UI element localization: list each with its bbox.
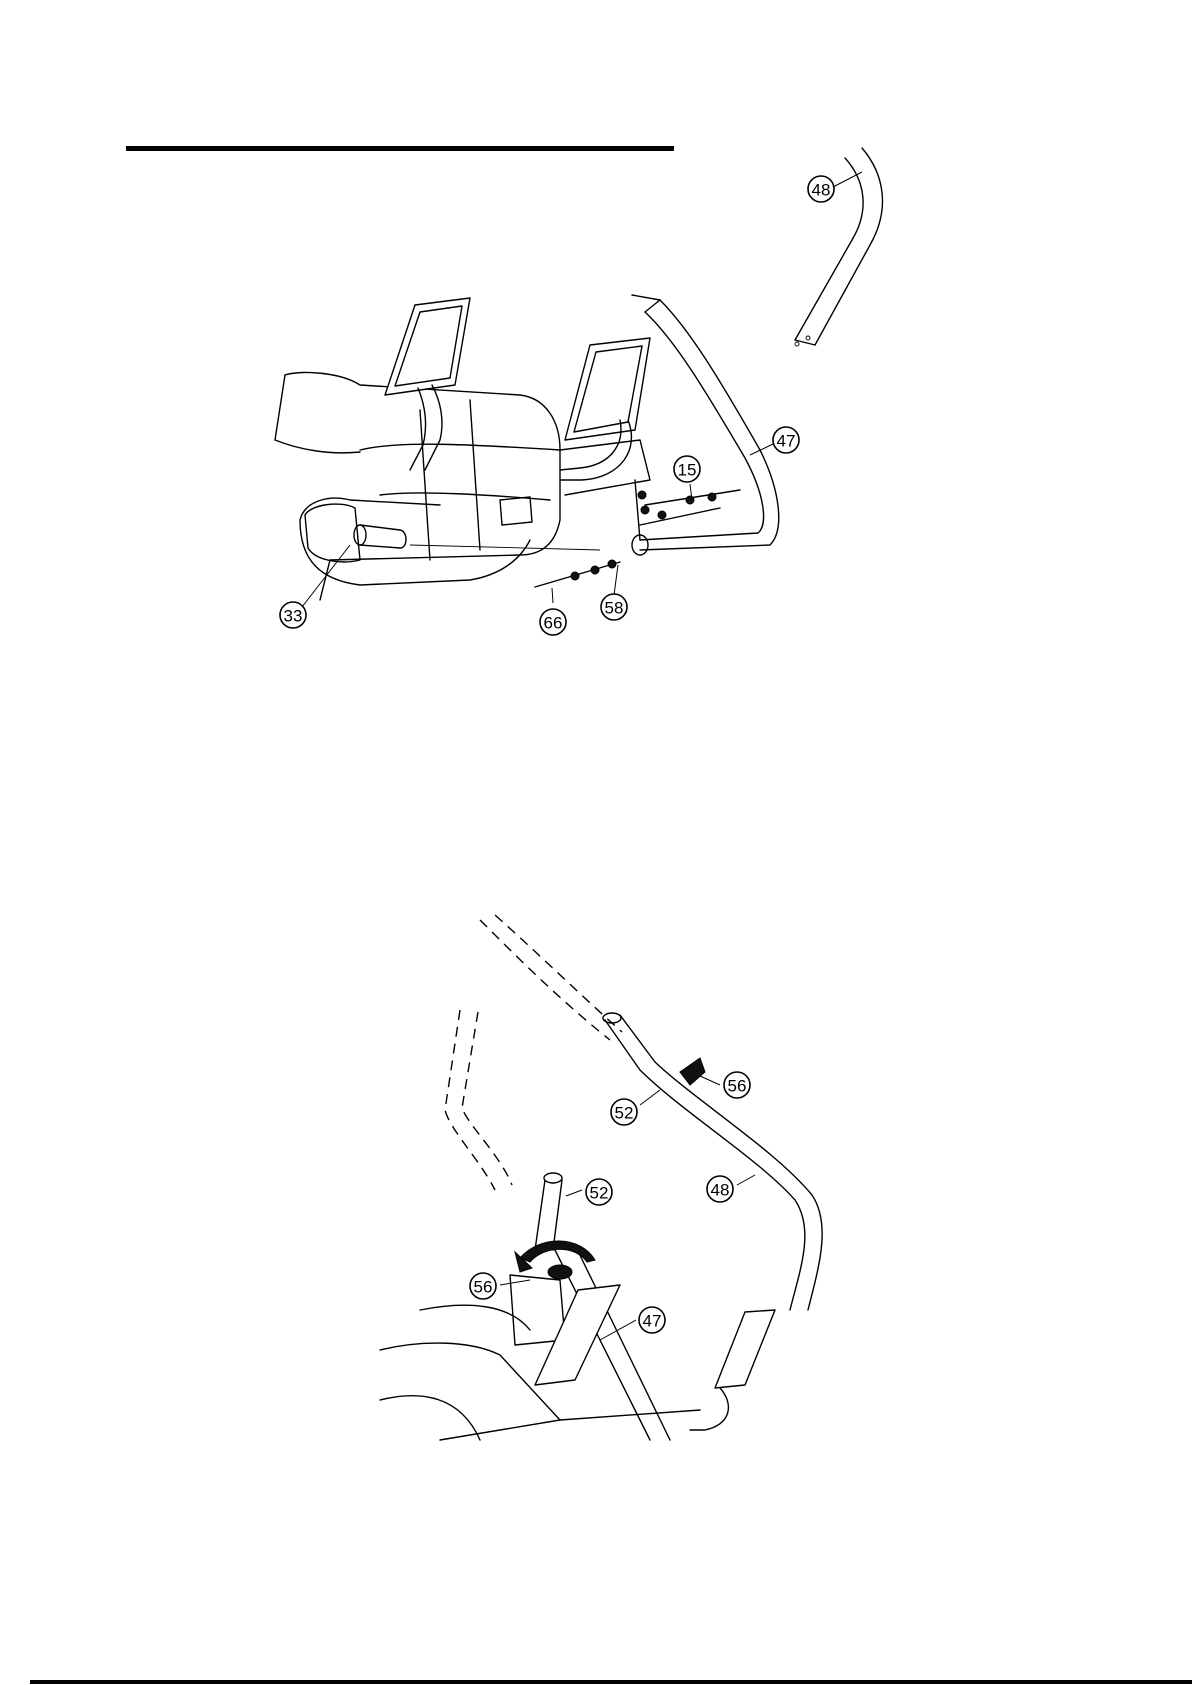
callout-label: 58 [605, 599, 624, 618]
callout-label: 52 [615, 1104, 634, 1123]
callout-label: 47 [777, 432, 796, 451]
callout-label: 66 [544, 614, 563, 633]
callout-52-bottom-lower: 52 [586, 1179, 612, 1205]
callout-47-top: 47 [773, 427, 799, 453]
page-bottom-rule [30, 1680, 1192, 1684]
callout-label: 15 [678, 461, 697, 480]
callout-52-bottom-upper: 52 [611, 1099, 637, 1125]
callout-48-top: 48 [808, 176, 834, 202]
callout-label: 33 [284, 607, 303, 626]
callout-15-top: 15 [674, 456, 700, 482]
callout-label: 52 [590, 1184, 609, 1203]
callout-label: 47 [643, 1312, 662, 1331]
figure-bottom-drawing [380, 915, 822, 1440]
callout-47-bottom: 47 [639, 1307, 665, 1333]
callout-label: 56 [474, 1278, 493, 1297]
callout-48-bottom: 48 [707, 1176, 733, 1202]
callout-label: 48 [711, 1181, 730, 1200]
callout-label: 48 [812, 181, 831, 200]
callout-58-top: 58 [601, 594, 627, 620]
callout-label: 56 [728, 1077, 747, 1096]
callout-66-top: 66 [540, 609, 566, 635]
callout-56-bottom-upper: 56 [724, 1072, 750, 1098]
callout-33-top: 33 [280, 602, 306, 628]
callout-56-bottom-lower: 56 [470, 1273, 496, 1299]
figure-top-drawing [275, 148, 882, 600]
